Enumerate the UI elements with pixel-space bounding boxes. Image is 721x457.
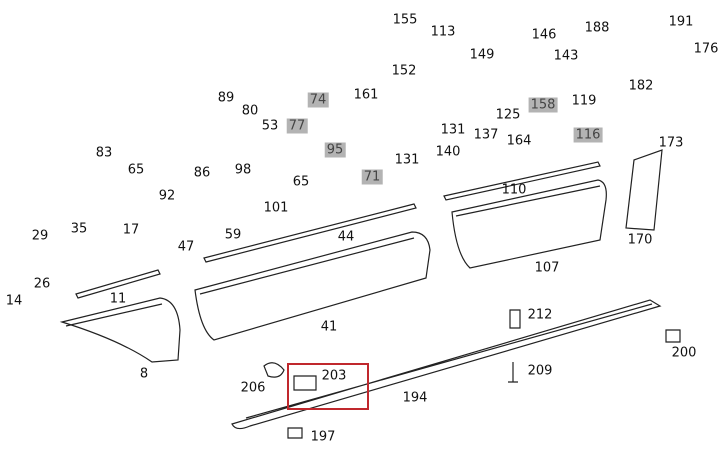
part-label-80[interactable]: 80 — [241, 103, 259, 119]
part-label-203[interactable]: 203 — [321, 368, 347, 384]
molding-41[interactable] — [194, 231, 431, 341]
grommet-206[interactable] — [263, 362, 285, 378]
part-label-86[interactable]: 86 — [193, 165, 211, 181]
part-label-77[interactable]: 77 — [286, 118, 308, 134]
part-label-143[interactable]: 143 — [553, 48, 579, 64]
part-label-107[interactable]: 107 — [534, 260, 560, 276]
part-label-110[interactable]: 110 — [501, 182, 527, 198]
part-label-26[interactable]: 26 — [33, 276, 51, 292]
strip-44[interactable] — [203, 203, 417, 263]
strip-110[interactable] — [443, 161, 601, 201]
part-label-17[interactable]: 17 — [122, 222, 140, 238]
strip-11[interactable] — [75, 269, 161, 299]
part-label-197[interactable]: 197 — [310, 429, 336, 445]
part-label-8[interactable]: 8 — [139, 366, 149, 382]
part-label-119[interactable]: 119 — [571, 93, 597, 109]
part-label-131[interactable]: 131 — [440, 122, 466, 138]
part-label-29[interactable]: 29 — [31, 228, 49, 244]
part-label-206[interactable]: 206 — [240, 380, 266, 396]
part-label-164[interactable]: 164 — [506, 133, 532, 149]
clip-203[interactable] — [293, 375, 317, 391]
part-label-131[interactable]: 131 — [394, 152, 420, 168]
part-label-35[interactable]: 35 — [70, 221, 88, 237]
part-label-98[interactable]: 98 — [234, 162, 252, 178]
part-label-44[interactable]: 44 — [337, 229, 355, 245]
part-label-182[interactable]: 182 — [628, 78, 654, 94]
part-label-71[interactable]: 71 — [361, 169, 383, 185]
part-label-149[interactable]: 149 — [469, 47, 495, 63]
screw-209[interactable] — [508, 362, 518, 383]
selected-part-box — [287, 363, 369, 410]
molding-8[interactable] — [59, 297, 181, 363]
part-label-65[interactable]: 65 — [292, 174, 310, 190]
part-label-74[interactable]: 74 — [307, 92, 329, 108]
part-label-83[interactable]: 83 — [95, 145, 113, 161]
part-label-65[interactable]: 65 — [127, 162, 145, 178]
part-label-155[interactable]: 155 — [392, 12, 418, 28]
molding-107[interactable] — [451, 179, 607, 269]
part-label-89[interactable]: 89 — [217, 90, 235, 106]
part-label-161[interactable]: 161 — [353, 87, 379, 103]
part-label-137[interactable]: 137 — [473, 127, 499, 143]
part-label-41[interactable]: 41 — [320, 319, 338, 335]
sill-194[interactable] — [231, 299, 662, 430]
part-label-194[interactable]: 194 — [402, 390, 428, 406]
part-label-59[interactable]: 59 — [224, 227, 242, 243]
part-label-191[interactable]: 191 — [668, 14, 694, 30]
trim-170[interactable] — [625, 149, 663, 231]
part-label-176[interactable]: 176 — [693, 41, 719, 57]
cap-197[interactable] — [287, 427, 303, 439]
part-label-170[interactable]: 170 — [627, 232, 653, 248]
cap-200[interactable] — [665, 329, 681, 343]
part-label-152[interactable]: 152 — [391, 63, 417, 79]
part-label-53[interactable]: 53 — [261, 118, 279, 134]
part-label-209[interactable]: 209 — [527, 363, 553, 379]
part-label-200[interactable]: 200 — [671, 345, 697, 361]
clip-212[interactable] — [509, 309, 521, 329]
part-label-14[interactable]: 14 — [5, 293, 23, 309]
part-label-140[interactable]: 140 — [435, 144, 461, 160]
part-label-158[interactable]: 158 — [528, 97, 558, 113]
part-label-95[interactable]: 95 — [324, 142, 346, 158]
part-label-11[interactable]: 11 — [109, 291, 127, 307]
part-label-146[interactable]: 146 — [531, 27, 557, 43]
part-label-113[interactable]: 113 — [430, 24, 456, 40]
part-label-212[interactable]: 212 — [527, 307, 553, 323]
part-label-125[interactable]: 125 — [495, 107, 521, 123]
part-label-47[interactable]: 47 — [177, 239, 195, 255]
part-label-101[interactable]: 101 — [263, 200, 289, 216]
part-label-116[interactable]: 116 — [573, 127, 603, 143]
part-label-92[interactable]: 92 — [158, 188, 176, 204]
part-label-188[interactable]: 188 — [584, 20, 610, 36]
part-label-173[interactable]: 173 — [658, 135, 684, 151]
